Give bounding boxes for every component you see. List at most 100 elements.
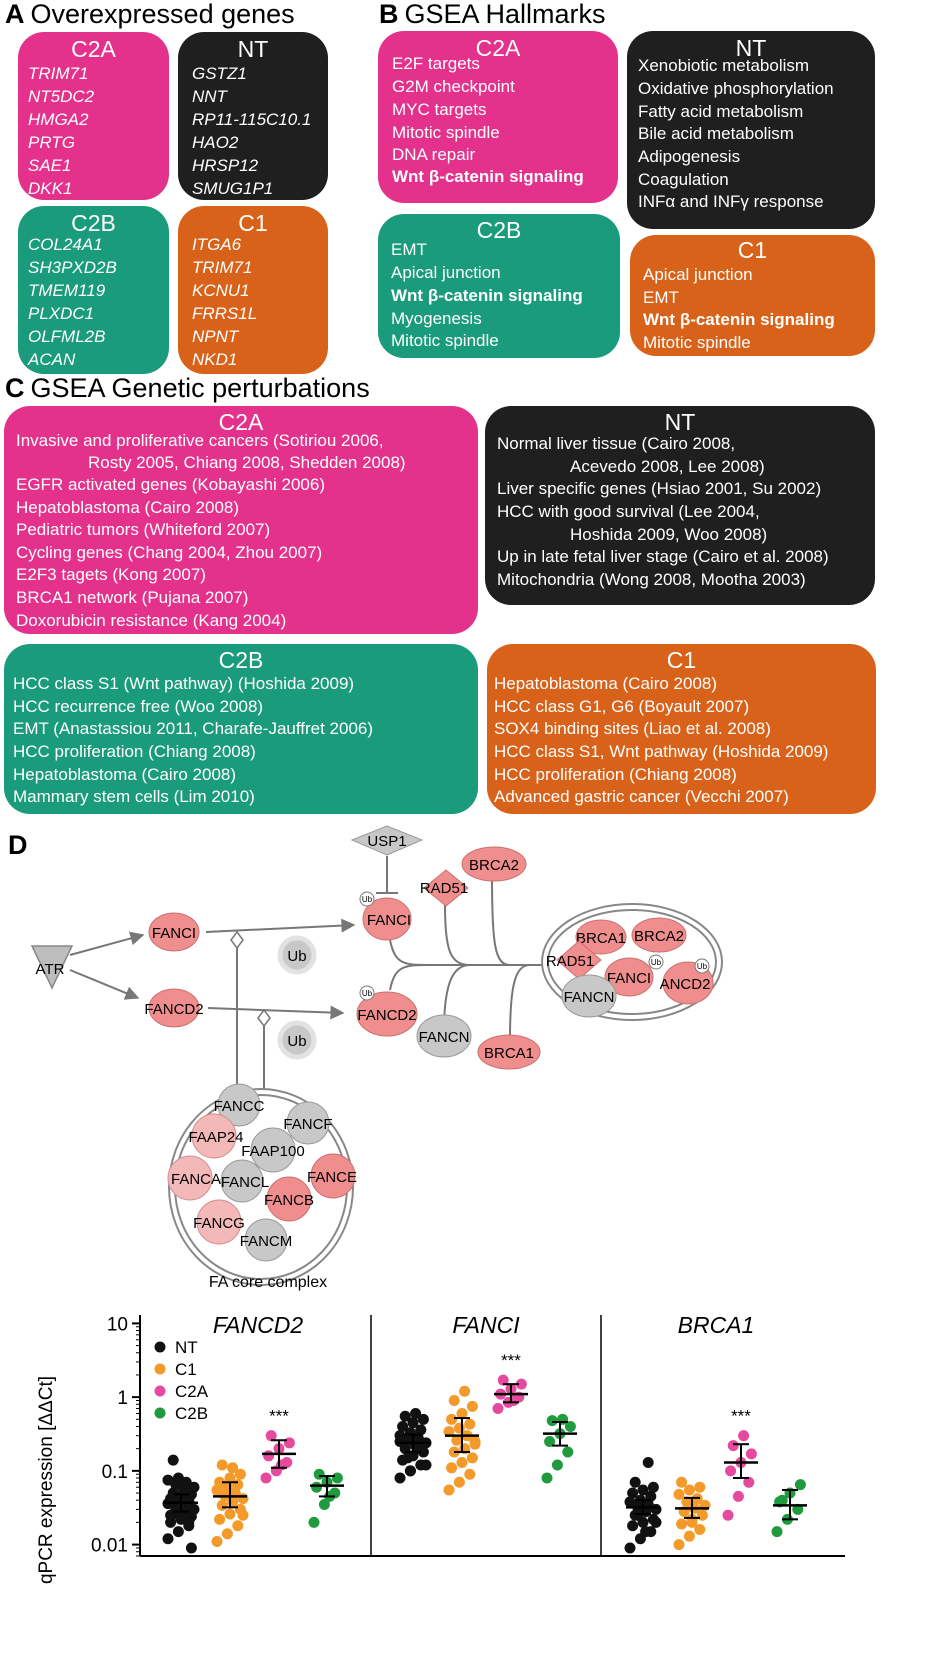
gene-item: HRSP12	[192, 156, 259, 175]
edge-rad51-complex	[444, 904, 471, 966]
hallmark-item: Bile acid metabolism	[638, 124, 794, 143]
data-point	[407, 1417, 419, 1429]
faap100-label: FAAP100	[241, 1143, 304, 1160]
fanci-ub-node	[362, 897, 412, 941]
box-b-c2a: C2A E2F targets G2M checkpoint MYC targe…	[378, 31, 618, 203]
hallmark-item: Oxidative phosphorylation	[638, 79, 834, 98]
data-point	[172, 1526, 184, 1538]
rad51-label: RAD51	[420, 880, 468, 897]
data-point	[624, 1496, 636, 1508]
data-point	[562, 1446, 574, 1458]
legend-label: C2A	[175, 1382, 209, 1401]
fanci-ub-label: FANCI	[367, 912, 411, 929]
gene-item: FRRS1L	[192, 304, 258, 323]
data-point	[404, 1465, 416, 1477]
edge-atr-fancd2	[69, 969, 140, 1000]
perturbation-item: EGFR activated genes (Kobayashi 2006)	[16, 475, 326, 494]
faap24-label: FAAP24	[188, 1129, 243, 1146]
data-point	[544, 1436, 556, 1448]
perturbation-item: HCC proliferation (Chiang 2008)	[494, 765, 737, 784]
perturbation-item: Pediatric tumors (Whiteford 2007)	[16, 520, 271, 539]
perturbation-item: Up in late fetal liver stage (Cairo et a…	[497, 547, 829, 566]
gene-item: RP11-115C10.1	[192, 110, 312, 129]
data-point	[681, 1496, 693, 1508]
data-point	[627, 1520, 639, 1532]
data-point	[276, 1459, 288, 1471]
data-point	[453, 1476, 465, 1488]
fancl-node	[220, 1159, 264, 1203]
legend-marker	[154, 1407, 166, 1419]
data-point	[546, 1415, 558, 1427]
fanci-label: FANCI	[152, 925, 196, 942]
atr-label: ATR	[36, 961, 65, 978]
ub-label: Ub	[287, 948, 306, 965]
gene-item: TRIM71	[28, 64, 89, 83]
legend-label: NT	[175, 1338, 198, 1357]
perturbation-item: Invasive and proliferative cancers (Soti…	[16, 431, 384, 450]
perturbation-item: Acevedo 2008, Lee 2008)	[570, 457, 765, 476]
box-a-c1: C1 ITGA6 TRIM71 KCNU1 FRRS1L NPNT NKD1	[178, 206, 328, 374]
data-point	[172, 1472, 184, 1484]
data-point	[637, 1484, 649, 1496]
hallmark-item: Coagulation	[638, 170, 729, 189]
hallmark-item: Xenobiotic metabolism	[638, 56, 810, 75]
data-point	[515, 1378, 527, 1390]
panel-letter: A	[5, 0, 25, 29]
y-tick-label: 0.01	[91, 1536, 128, 1557]
data-point	[331, 1472, 343, 1484]
fancm-label: FANCM	[240, 1233, 293, 1250]
box-header: C2B	[71, 210, 116, 236]
box-header: C2B	[476, 217, 522, 243]
data-point	[745, 1448, 757, 1460]
data-point	[394, 1472, 406, 1484]
atr-node	[30, 945, 74, 990]
fancc-label: FANCC	[214, 1098, 265, 1115]
data-point	[464, 1418, 476, 1430]
edge-brca1-complex	[509, 964, 531, 1041]
data-point	[167, 1454, 179, 1466]
perturbation-item: HCC proliferation (Chiang 2008)	[13, 742, 256, 761]
ub-tag-label: Ub	[651, 958, 662, 967]
box-b-nt: NT Xenobiotic metabolism Oxidative phosp…	[627, 31, 875, 229]
significance-label: ***	[501, 1351, 521, 1370]
hallmark-item: Adipogenesis	[638, 147, 741, 166]
perturbation-item: HCC class S1, Wnt pathway (Hoshida 2009)	[494, 742, 829, 761]
hallmark-item: INFα and INFγ response	[638, 192, 824, 211]
hallmark-item-highlight: Wnt β-catenin signaling	[392, 167, 584, 186]
hallmark-item: E2F targets	[392, 54, 480, 73]
data-point	[399, 1410, 411, 1422]
edge-fanci-complex	[389, 939, 555, 966]
data-point	[508, 1395, 520, 1407]
fance-label: FANCE	[307, 1169, 357, 1186]
data-point	[640, 1526, 652, 1538]
data-point	[420, 1459, 432, 1471]
data-point	[466, 1452, 478, 1464]
gene-item: HMGA2	[28, 110, 89, 129]
data-point	[627, 1487, 639, 1499]
data-point	[446, 1462, 458, 1474]
data-point	[683, 1530, 695, 1542]
gene-item: ITGA6	[192, 235, 242, 254]
y-tick-label: 10	[107, 1314, 128, 1335]
data-point	[564, 1420, 576, 1432]
gene-item: TMEM119	[28, 281, 106, 300]
data-point	[466, 1400, 478, 1412]
hallmark-item: G2M checkpoint	[392, 77, 515, 96]
perturbation-item: Hepatoblastoma (Cairo 2008)	[494, 674, 718, 693]
data-point	[448, 1395, 460, 1407]
data-point	[216, 1459, 228, 1471]
perturbation-item: BRCA1 network (Pujana 2007)	[16, 588, 249, 607]
hallmark-item: EMT	[391, 240, 427, 259]
perturbation-item: Hepatoblastoma (Cairo 2008)	[16, 498, 240, 517]
cx-fancd2-label: ANCD2	[660, 976, 711, 993]
data-point	[394, 1436, 406, 1448]
data-point	[415, 1424, 427, 1436]
data-point	[216, 1499, 228, 1511]
data-point	[694, 1524, 706, 1536]
data-point	[459, 1385, 471, 1397]
cx-fanci-label: FANCI	[607, 970, 651, 987]
gene-item: OLFML2B	[28, 327, 106, 346]
data-point	[224, 1508, 236, 1520]
box-c-nt: NT Normal liver tissue (Cairo 2008, Acev…	[485, 406, 875, 605]
